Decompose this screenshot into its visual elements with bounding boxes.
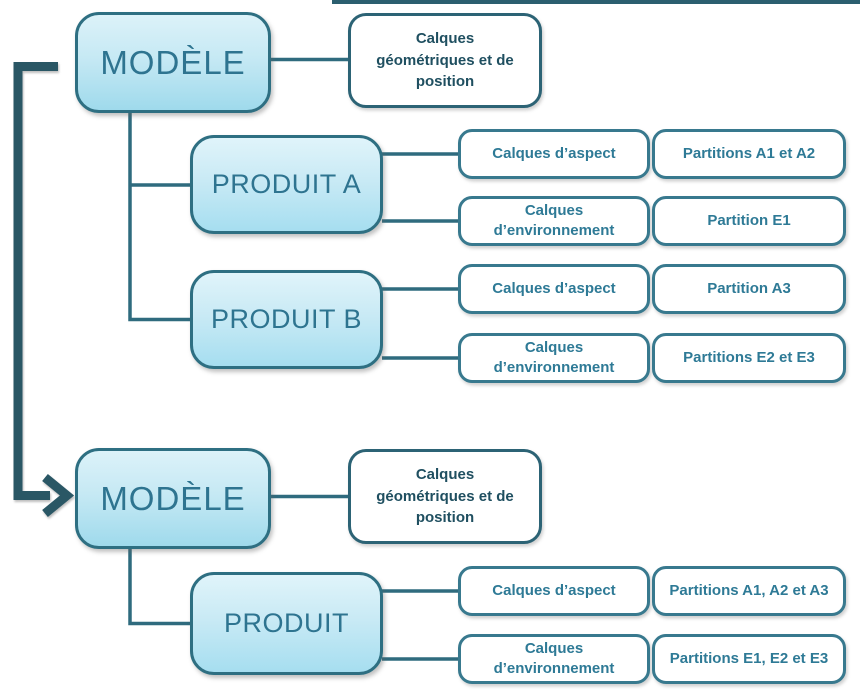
loop-arrow-head [42, 474, 75, 517]
partition-label: Partition E1 [707, 211, 791, 229]
partition-box-e1: Partition E1 [652, 196, 846, 246]
connector-modele1-produitB [128, 112, 192, 322]
calques-geometriques-box-bottom: Calques géométriques et de position [348, 449, 542, 544]
calques-environnement-box-produit: Calques d’environnement [458, 634, 650, 684]
loop-arrow-shaft [13, 62, 58, 500]
produit-a-box: PRODUIT A [190, 135, 383, 234]
connector-modele2-produit [128, 548, 192, 626]
calques-aspect-label: Calques d’aspect [492, 279, 616, 297]
cropped-top-edge [332, 0, 860, 4]
calques-aspect-label: Calques d’aspect [492, 144, 616, 162]
calques-aspect-box-produit-b: Calques d’aspect [458, 264, 650, 314]
partition-label: Partitions A1, A2 et A3 [669, 581, 829, 599]
produit-box: PRODUIT [190, 572, 383, 675]
calques-environnement-box-produit-a: Calques d’environnement [458, 196, 650, 246]
produit-b-box: PRODUIT B [190, 270, 383, 369]
partition-label: Partitions E2 et E3 [683, 348, 815, 366]
partition-box-e2-e3: Partitions E2 et E3 [652, 333, 846, 383]
modele-box-top: MODÈLE [75, 12, 271, 113]
partition-box-a3: Partition A3 [652, 264, 846, 314]
modele-label: MODÈLE [100, 43, 246, 81]
partition-label: Partitions A1 et A2 [682, 144, 816, 162]
partition-label: Partition A3 [707, 279, 791, 297]
partition-box-e1-e2-e3: Partitions E1, E2 et E3 [652, 634, 846, 684]
partition-box-a1-a2-a3: Partitions A1, A2 et A3 [652, 566, 846, 616]
calques-environnement-box-produit-b: Calques d’environnement [458, 333, 650, 383]
calques-geometriques-box-top: Calques géométriques et de position [348, 13, 542, 108]
calques-aspect-label: Calques d’aspect [492, 581, 616, 599]
modele-label: MODÈLE [100, 479, 246, 517]
partition-box-a1-a2: Partitions A1 et A2 [652, 129, 846, 179]
calques-environnement-label: Calques d’environnement [493, 639, 615, 677]
calques-aspect-box-produit: Calques d’aspect [458, 566, 650, 616]
calques-geometriques-label: Calques géométriques et de position [376, 29, 514, 91]
produit-a-label: PRODUIT A [211, 169, 362, 199]
calques-environnement-label: Calques d’environnement [493, 338, 615, 376]
calques-aspect-box-produit-a: Calques d’aspect [458, 129, 650, 179]
calques-environnement-label: Calques d’environnement [493, 201, 615, 239]
calques-geometriques-label: Calques géométriques et de position [376, 465, 514, 527]
partition-label: Partitions E1, E2 et E3 [669, 649, 829, 667]
produit-b-label: PRODUIT B [210, 304, 363, 334]
produit-label: PRODUIT [224, 608, 349, 638]
modele-box-bottom: MODÈLE [75, 448, 271, 549]
